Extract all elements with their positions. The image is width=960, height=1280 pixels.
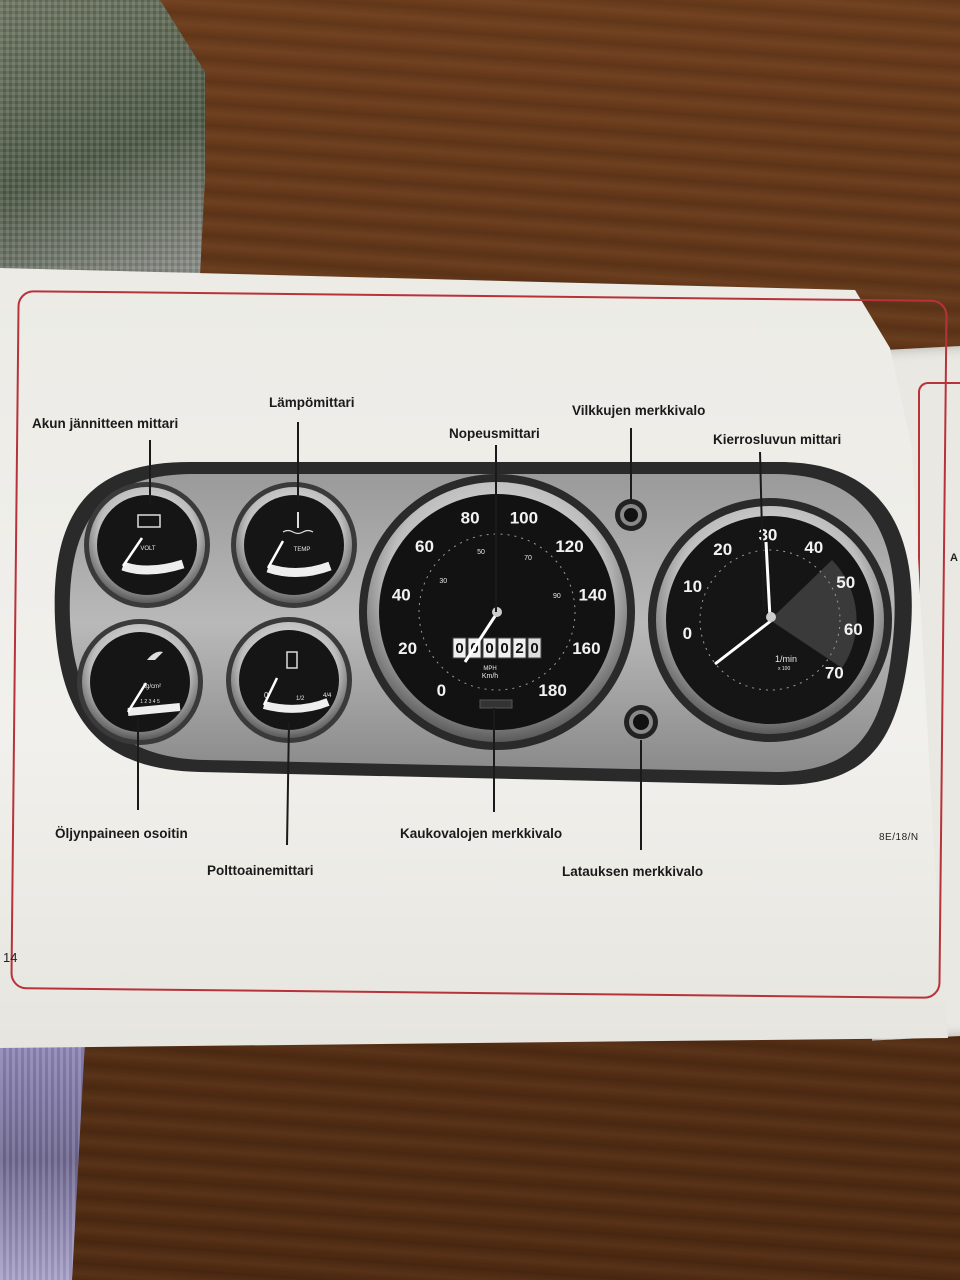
speedometer-needle [463,609,501,663]
adjacent-page-letter: A [950,552,958,564]
odometer-digit: 0 [455,640,463,657]
tachometer-multiplier: x 100 [778,666,790,672]
figure-code: 8E/18/N [879,832,919,843]
label-battery-voltage: Akun jännitteen mittari [32,416,179,431]
tachometer-hub [766,612,776,622]
tachometer-needle-1 [764,541,772,619]
label-temperature: Lämpömittari [269,395,355,410]
leader-tach [759,451,765,613]
label-speedometer: Nopeusmittari [449,426,540,441]
tach-tick: 10 [683,577,702,596]
speed-tick-kmh: 20 [398,639,417,658]
odometer-digit: 0 [530,640,538,657]
speed-tick-mph: 90 [553,593,561,600]
odometer: 000020 [452,637,542,659]
odometer-digit-box [497,637,512,659]
tach-tick: 20 [713,540,732,559]
speed-tick-mph: 50 [477,549,485,556]
tach-tick: 40 [804,538,823,557]
speed-tick-kmh: 120 [555,537,583,556]
tachometer-needle-2 [714,618,773,666]
label-charging-light: Latauksen merkkivalo [562,864,704,879]
odometer-digit-box [512,637,527,659]
charging-lamp [624,705,658,739]
label-fuel-gauge: Polttoainemittari [207,863,314,878]
speed-tick-kmh: 180 [538,681,566,700]
fuel-empty: 0 [264,691,269,700]
odometer-digit-box [482,637,497,659]
oil-unit: kg/cm² [143,684,161,690]
speed-tick-kmh: 40 [392,586,411,605]
odometer-digit: 0 [500,640,508,657]
label-turn-signal-light: Vilkkujen merkkivalo [572,403,706,418]
volt-label: VOLT [140,546,156,552]
oil-pressure-gauge: kg/cm² 1 2 3 4 5 [77,619,203,745]
tachometer-unit: 1/min [775,654,797,664]
fuel-gauge: 0 1/2 4/4 [226,617,352,743]
speed-tick-kmh: 160 [572,639,600,658]
odometer-digit-box [452,637,467,659]
speed-tick-kmh: 60 [415,537,434,556]
label-oil-pressure: Öljynpaineen osoitin [55,826,188,841]
speed-tick-mph: 30 [439,578,447,585]
temperature-gauge: TEMP [231,482,357,608]
odometer-digit-box [527,637,542,659]
rug-bottom-left [0,1040,85,1280]
speed-tick-kmh: 100 [510,508,538,527]
tach-tick: 60 [844,620,863,639]
label-high-beam-light: Kaukovalojen merkkivalo [400,826,563,841]
speedometer-unit-kmh: Km/h [482,673,498,680]
tach-tick: 0 [683,624,692,643]
temp-label: TEMP [294,547,311,553]
odometer-digit: 0 [485,640,493,657]
oil-scale: 1 2 3 4 5 [140,699,160,705]
fuel-full: 4/4 [323,693,332,699]
turn-signal-lamp [615,499,647,531]
fuel-half: 1/2 [296,696,305,702]
speedometer-unit-mph: MPH [483,666,496,672]
tach-tick: 70 [825,663,844,682]
label-tachometer: Kierrosluvun mittari [713,432,842,447]
tach-tick: 50 [836,573,855,592]
speed-tick-mph: 70 [524,555,532,562]
speed-tick-kmh: 80 [461,508,480,527]
battery-voltage-gauge: VOLT [84,482,210,608]
leader-fuel [286,721,290,846]
odometer-digit: 2 [515,640,523,657]
speed-tick-kmh: 0 [437,681,446,700]
high-beam-indicator [479,699,513,709]
tachometer-redline-zone [770,560,857,668]
rug-top-left [0,0,205,275]
page-number: 14 [3,950,18,965]
speed-tick-kmh: 140 [579,586,607,605]
